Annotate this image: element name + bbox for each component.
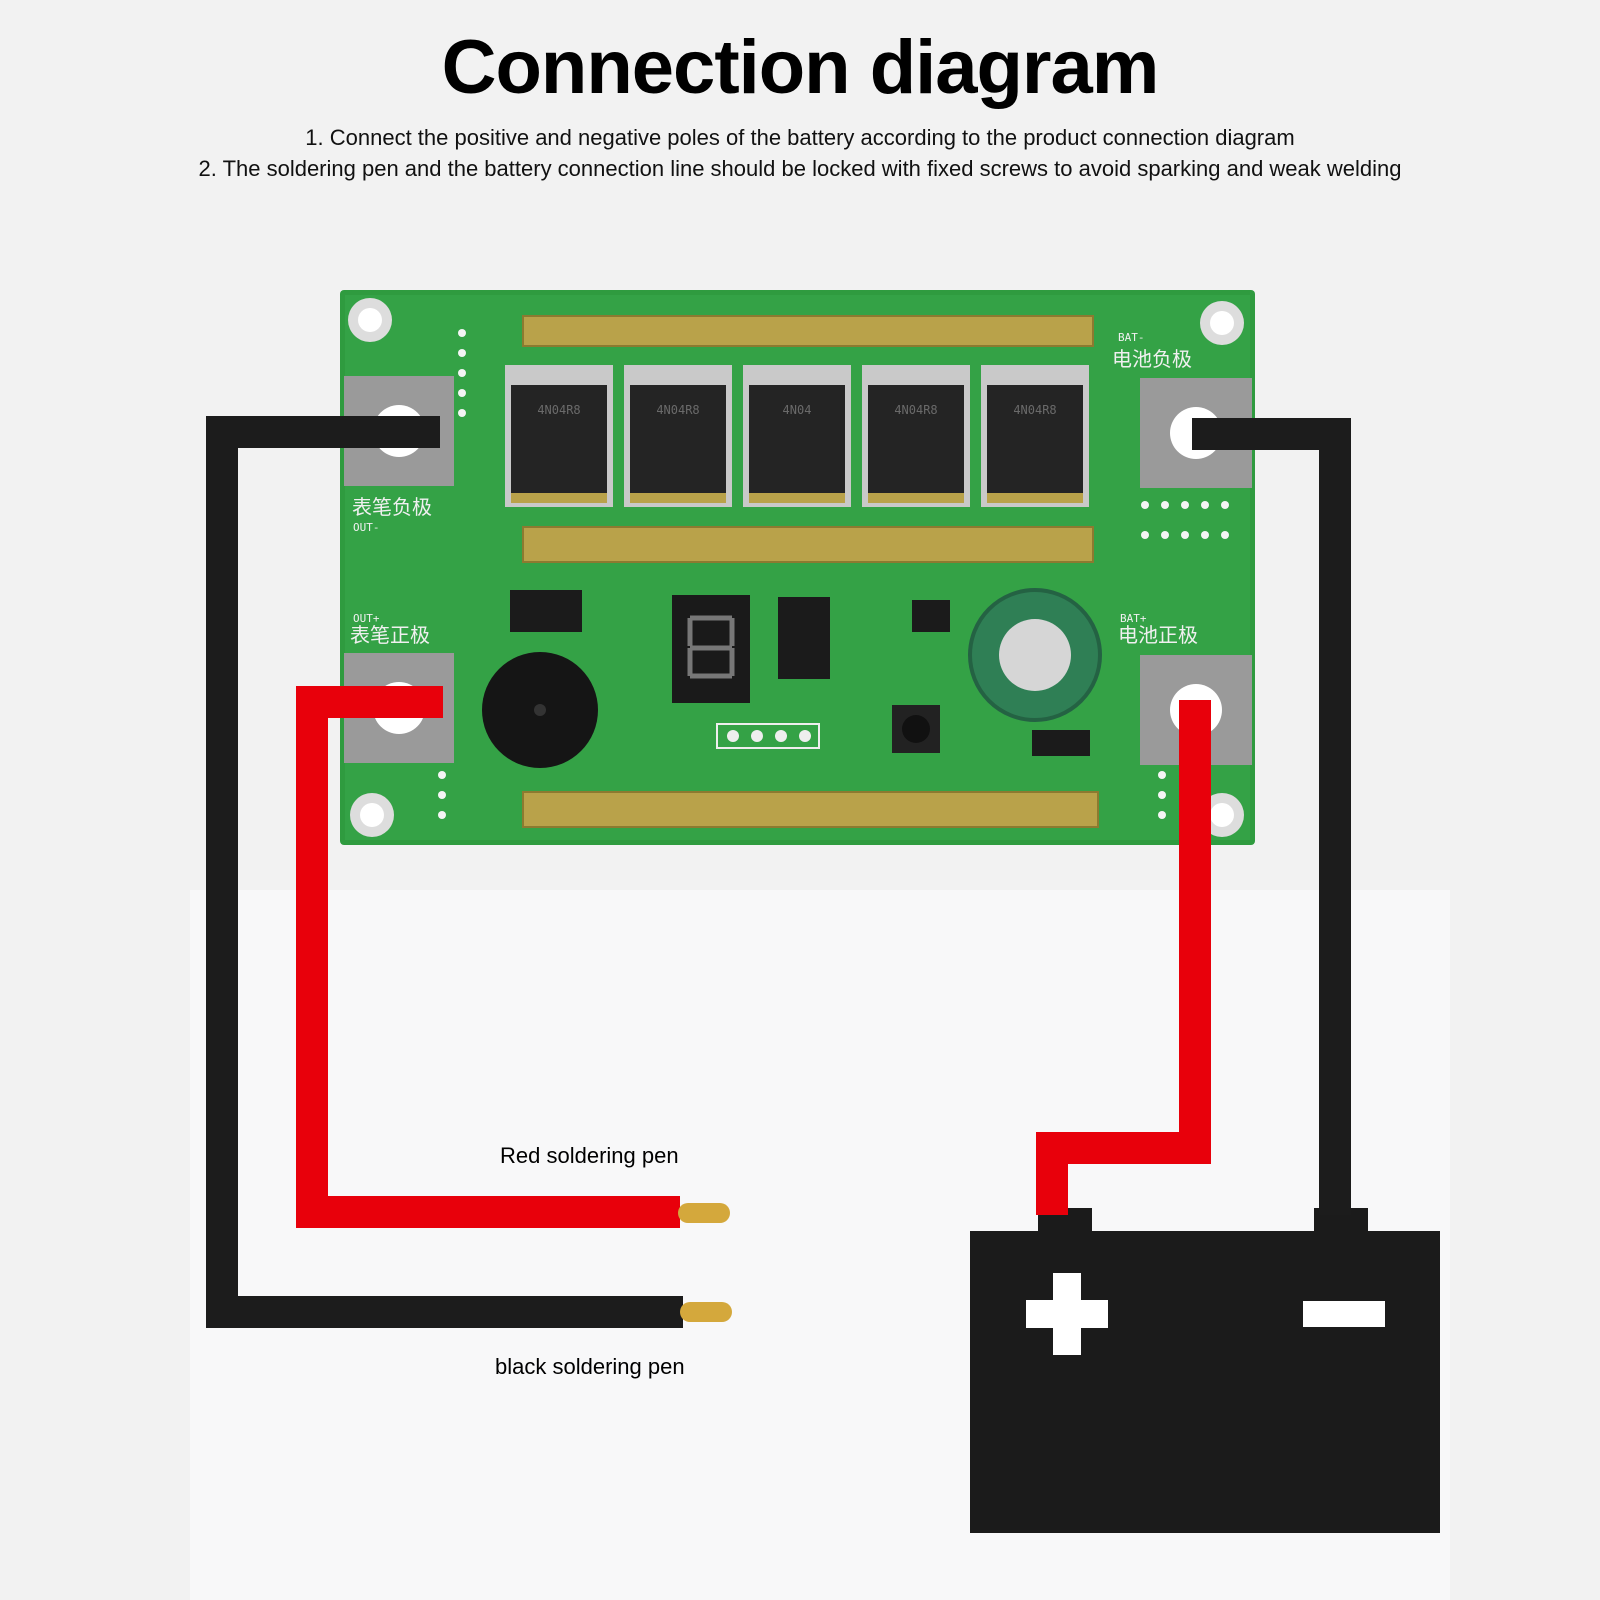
label-out-minus-en: OUT-	[353, 521, 380, 534]
red-wire-battery	[1036, 700, 1211, 1215]
mounting-hole	[1200, 301, 1244, 345]
mosfet: 4N04R8	[624, 365, 732, 507]
ic-u3	[912, 600, 950, 632]
label-bat-minus-en: BAT-	[1118, 331, 1145, 344]
red-pen-label: Red soldering pen	[500, 1143, 679, 1168]
mosfet-label: 4N04R8	[894, 403, 937, 417]
battery-body	[970, 1231, 1440, 1533]
minus-symbol	[1303, 1301, 1385, 1327]
red-pen-tip	[678, 1203, 730, 1223]
mosfet-label: 4N04R8	[537, 403, 580, 417]
page-title: Connection diagram	[441, 25, 1160, 110]
busbar-top	[522, 315, 1094, 347]
plus-symbol-v	[1053, 1273, 1081, 1355]
mounting-hole	[350, 793, 394, 837]
pcb-board: 4N04R8 4N04R8 4N04 4N04R8 4N04R8	[340, 290, 1255, 845]
label-bat-minus-cn: 电池负极	[1112, 347, 1192, 371]
mosfet: 4N04R8	[505, 365, 613, 507]
label-out-minus-cn: 表笔负极	[352, 495, 432, 519]
mosfet: 4N04R8	[981, 365, 1089, 507]
mosfet: 4N04	[743, 365, 851, 507]
header-p1	[716, 723, 820, 749]
ic-ic1	[510, 590, 582, 632]
mosfet-label: 4N04R8	[1013, 403, 1056, 417]
black-wire-battery	[1192, 418, 1351, 1215]
mosfet-row: 4N04R8 4N04R8 4N04 4N04R8 4N04R8	[505, 365, 1089, 507]
busbar-bottom	[522, 791, 1099, 828]
ic-u2	[778, 597, 830, 679]
label-bat-plus-en: BAT+	[1120, 612, 1147, 625]
mosfet-label: 4N04	[783, 403, 812, 417]
black-wire-pen	[206, 416, 683, 1328]
mosfet-label: 4N04R8	[656, 403, 699, 417]
mosfet: 4N04R8	[862, 365, 970, 507]
battery	[970, 1208, 1440, 1533]
instruction-2: 2. The soldering pen and the battery con…	[198, 156, 1402, 181]
busbar-middle	[522, 526, 1094, 563]
label-out-plus-cn: 表笔正极	[350, 623, 430, 647]
black-pen-tip	[680, 1302, 732, 1322]
red-wire-pen	[296, 686, 680, 1228]
label-bat-plus-cn: 电池正极	[1118, 623, 1198, 647]
black-pen-label: black soldering pen	[495, 1354, 685, 1379]
instruction-1: 1. Connect the positive and negative pol…	[305, 125, 1295, 150]
mounting-hole	[348, 298, 392, 342]
diode	[1032, 730, 1090, 756]
label-out-plus-en: OUT+	[353, 612, 380, 625]
